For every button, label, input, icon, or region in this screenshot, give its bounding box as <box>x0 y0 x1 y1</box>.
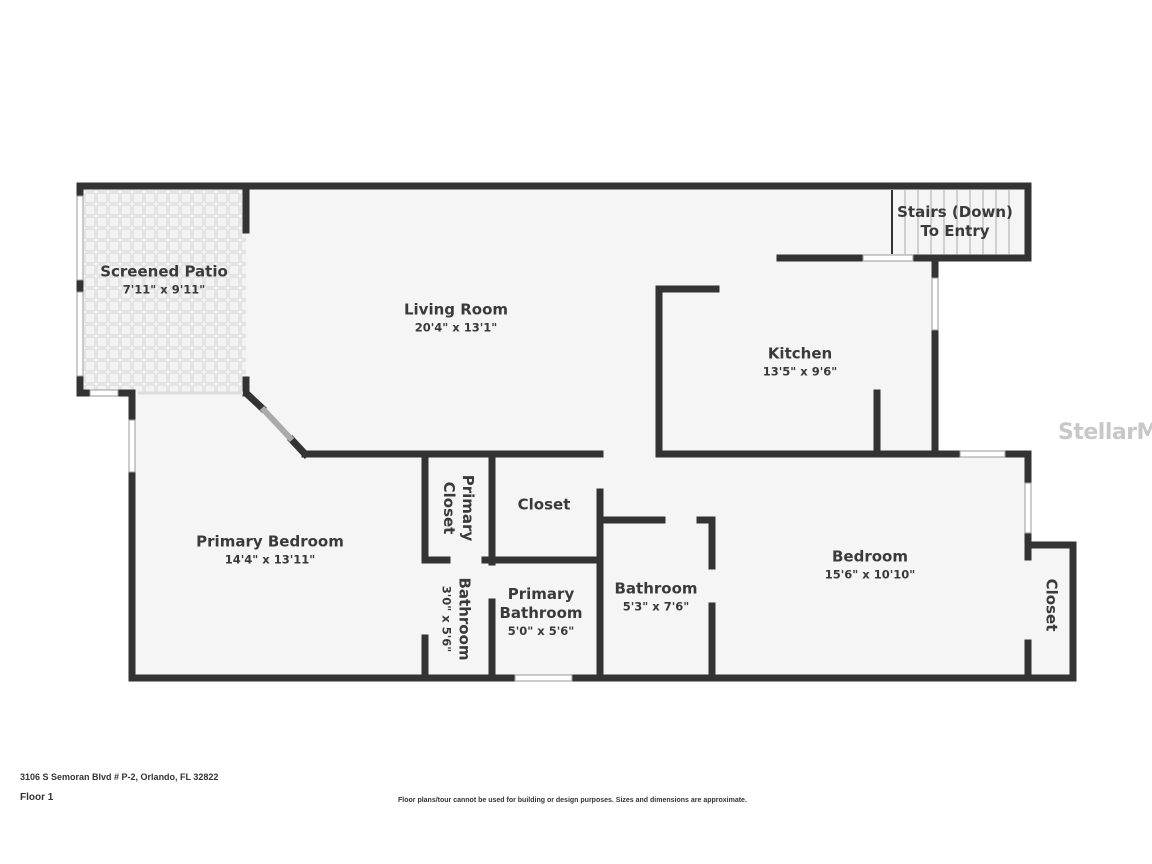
room-dimensions: 7'11" x 9'11" <box>122 282 206 297</box>
patio-tile-floor <box>80 186 246 393</box>
room-name: Living Room <box>403 300 509 319</box>
room-dimensions: 14'4" x 13'11" <box>224 552 316 567</box>
room-name: Primary <box>507 585 575 603</box>
room-primary-closet: Primary Closet <box>439 475 477 541</box>
room-name: Bathroom <box>499 604 583 622</box>
room-name: To Entry <box>920 222 990 240</box>
room-bedroom: Bedroom 15'6" x 10'10" <box>825 548 915 583</box>
room-closet-center: Closet <box>518 496 571 515</box>
room-primary-bathroom: Primary Bathroom 5'0" x 5'6" <box>499 585 582 639</box>
room-kitchen: Kitchen 13'5" x 9'6" <box>763 345 837 380</box>
room-floors <box>80 186 1073 678</box>
room-name: Closet <box>1042 578 1061 632</box>
windows <box>76 195 1032 682</box>
watermark-logo: StellarMLS <box>1058 420 1152 445</box>
room-dimensions: 5'0" x 5'6" <box>507 624 575 638</box>
room-closet-right: Closet <box>1042 579 1061 632</box>
room-name: Bedroom <box>832 547 908 566</box>
room-dimensions: 20'4" x 13'1" <box>414 320 498 335</box>
room-bathroom-small: Bathroom 3'0" x 5'6" <box>439 577 474 660</box>
room-name: Bathroom <box>614 579 698 598</box>
room-name: Closet <box>440 481 458 535</box>
room-name: Kitchen <box>767 344 833 363</box>
walls <box>76 182 1077 682</box>
room-name: Closet <box>517 495 571 514</box>
room-bathroom: Bathroom 5'3" x 7'6" <box>614 580 697 615</box>
room-dimensions: 5'3" x 7'6" <box>622 599 690 614</box>
room-screened-patio: Screened Patio 7'11" x 9'11" <box>100 263 228 298</box>
stairs-steps <box>891 190 1010 254</box>
room-name: Screened Patio <box>100 262 228 281</box>
room-dimensions: 13'5" x 9'6" <box>762 364 838 379</box>
room-dimensions: 15'6" x 10'10" <box>824 567 916 582</box>
room-name: Primary Bedroom <box>196 532 344 551</box>
room-stairs: Stairs (Down) To Entry <box>897 203 1013 241</box>
footer-disclaimer: Floor plans/tour cannot be used for buil… <box>398 797 747 804</box>
room-name: Bathroom <box>455 577 474 661</box>
room-name: Stairs (Down) <box>897 203 1013 221</box>
footer-floor: Floor 1 <box>20 792 54 803</box>
room-name: Primary <box>459 474 477 542</box>
room-living-room: Living Room 20'4" x 13'1" <box>404 301 508 336</box>
footer-address: 3106 S Semoran Blvd # P-2, Orlando, FL 3… <box>20 772 219 782</box>
room-dimensions: 3'0" x 5'6" <box>439 585 454 653</box>
room-primary-bedroom: Primary Bedroom 14'4" x 13'11" <box>196 533 344 568</box>
